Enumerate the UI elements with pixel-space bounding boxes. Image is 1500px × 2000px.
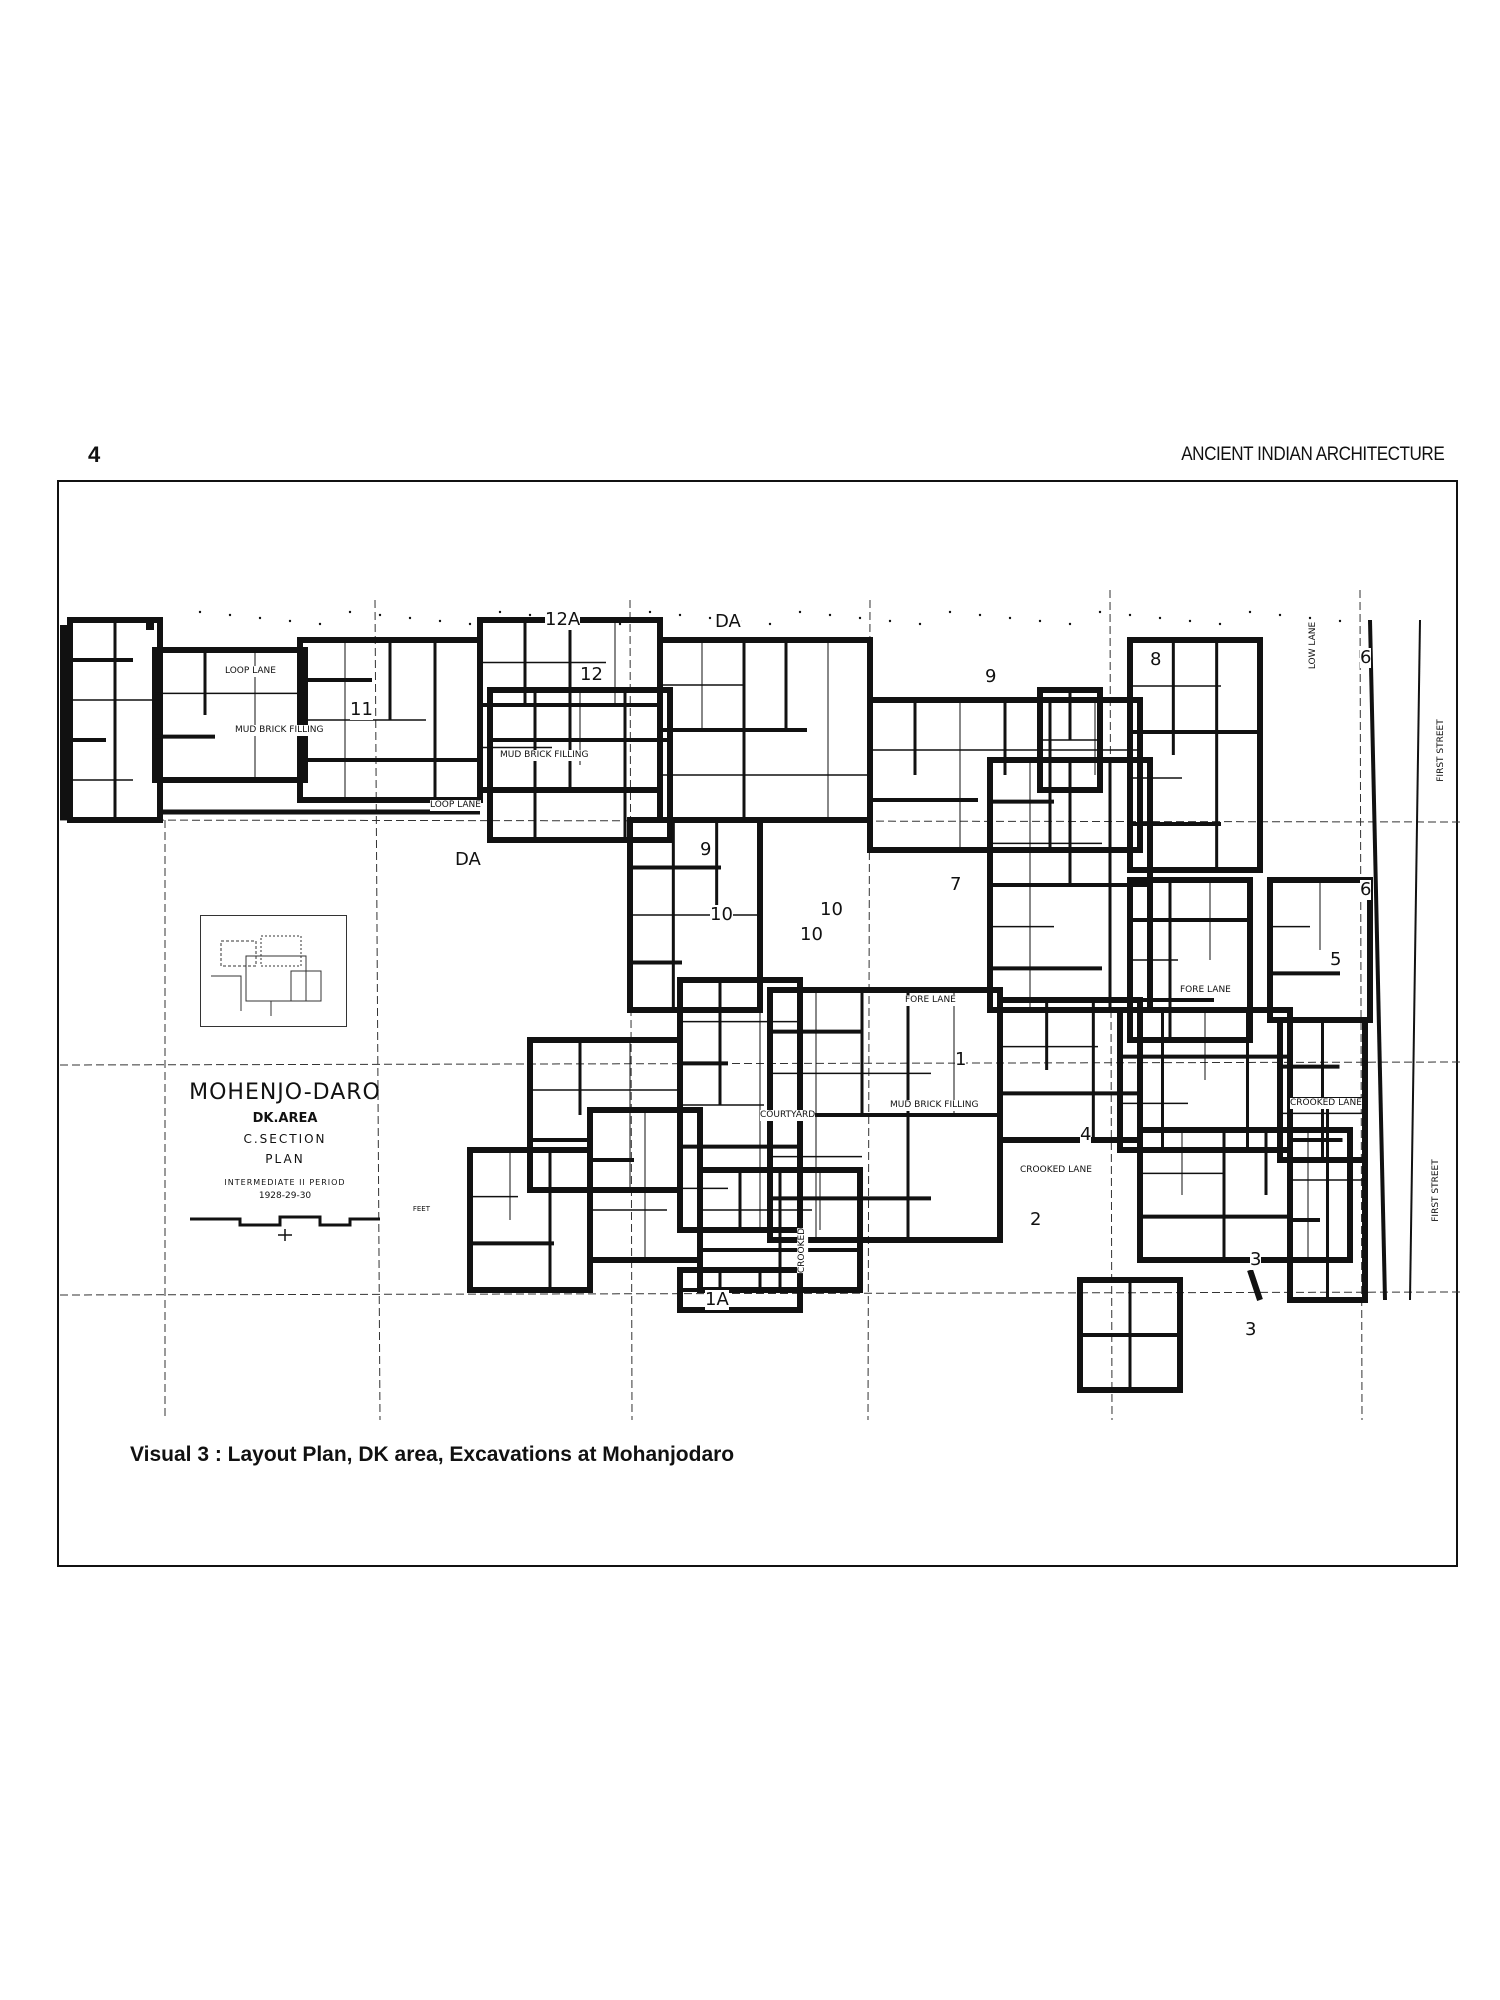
survey-dot [258, 616, 262, 620]
grid-line [59, 1291, 1461, 1296]
survey-dot [288, 619, 292, 623]
map-label: MUD BRICK FILLING [890, 1100, 979, 1111]
map-label: FIRST STREET [1430, 1159, 1442, 1222]
block-number: 4 [1080, 1124, 1092, 1145]
block-number: 3 [1245, 1319, 1257, 1340]
survey-dot [768, 622, 772, 626]
building-block [152, 647, 308, 783]
map-label: CROOKED [797, 1227, 809, 1274]
block-number: 6 [1360, 647, 1372, 668]
block-number: 1A [705, 1289, 729, 1310]
legend-area: DK.AREA [252, 1111, 318, 1126]
block-number: 9 [985, 666, 997, 687]
legend-period: INTERMEDIATE II PERIOD [224, 1178, 346, 1187]
block-number: 11 [350, 699, 373, 720]
boundary-wall [1247, 1269, 1263, 1301]
block-number: 10 [820, 899, 843, 920]
survey-dot [648, 610, 652, 614]
survey-dot [1248, 610, 1252, 614]
survey-dot [918, 622, 922, 626]
survey-dot [1308, 616, 1312, 620]
survey-dot [498, 610, 502, 614]
map-label: LOOP LANE [225, 666, 276, 677]
page-number: 4 [88, 442, 101, 467]
block-number: 3 [1250, 1249, 1262, 1270]
block-number: DA [715, 611, 741, 632]
map-label: CROOKED LANE [1290, 1098, 1362, 1109]
map-label: FORE LANE [905, 995, 956, 1006]
survey-dot [1218, 622, 1222, 626]
survey-dot [438, 619, 442, 623]
grid-line [374, 599, 381, 1421]
survey-dot [318, 622, 322, 626]
survey-dot [978, 613, 982, 617]
legend-years: 1928-29-30 [258, 1191, 312, 1201]
survey-dot [708, 616, 712, 620]
block-number: 9 [700, 839, 712, 860]
survey-dot [1128, 613, 1132, 617]
map-label: FIRST STREET [1435, 719, 1447, 782]
survey-dot [1008, 616, 1012, 620]
survey-dot [828, 613, 832, 617]
block-number: 5 [1330, 949, 1342, 970]
block-number: 10 [710, 904, 733, 925]
survey-dot [948, 610, 952, 614]
figure-caption: Visual 3 : Layout Plan, DK area, Excavat… [130, 1443, 735, 1466]
survey-dot [1278, 613, 1282, 617]
survey-dot [678, 613, 682, 617]
survey-dot [1038, 619, 1042, 623]
map-label: FORE LANE [1180, 985, 1231, 996]
grid-line [1359, 589, 1363, 1421]
scale-bar: FEET [170, 1201, 430, 1241]
building-block [467, 1147, 593, 1293]
block-number: 7 [950, 874, 962, 895]
legend-plan: PLAN [265, 1152, 305, 1166]
block-number: DA [455, 849, 481, 870]
survey-dot [1338, 619, 1342, 623]
survey-dot [798, 610, 802, 614]
boundary-wall [1368, 619, 1387, 1301]
block-number: 10 [800, 924, 823, 945]
survey-dot [1158, 616, 1162, 620]
building-block [997, 997, 1143, 1143]
map-label: MUD BRICK FILLING [235, 725, 324, 736]
survey-dot [408, 616, 412, 620]
running-title: ANCIENT INDIAN ARCHITECTURE [1180, 444, 1445, 465]
building-block [527, 1037, 683, 1193]
block-number: 2 [1030, 1209, 1042, 1230]
survey-dot [228, 613, 232, 617]
survey-dot [1368, 622, 1372, 626]
survey-dot [348, 610, 352, 614]
block-number: 6 [1360, 879, 1372, 900]
survey-dot [1188, 619, 1192, 623]
survey-dot [528, 613, 532, 617]
figure-frame [57, 480, 1458, 1567]
survey-dot [198, 610, 202, 614]
map-label: COURTYARD [760, 1110, 816, 1121]
survey-dot [378, 613, 382, 617]
survey-dot [468, 622, 472, 626]
survey-dot [618, 622, 622, 626]
survey-dot [588, 619, 592, 623]
block-number: 8 [1150, 649, 1162, 670]
boundary-wall [1409, 619, 1421, 1301]
map-label: LOOP LANE [430, 800, 481, 811]
survey-dot [858, 616, 862, 620]
block-number: 12A [545, 609, 581, 630]
building-block [1137, 1127, 1353, 1263]
key-map-inset [200, 915, 347, 1027]
survey-dot [1098, 610, 1102, 614]
map-label: CROOKED LANE [1020, 1165, 1092, 1176]
map-label: LOW LANE [1308, 621, 1320, 670]
block-number: 1 [955, 1049, 967, 1070]
plan-legend: MOHENJO-DARO DK.AREA C.SECTION PLAN INTE… [170, 1080, 430, 1241]
legend-title: MOHENJO-DARO [189, 1080, 381, 1105]
map-label: MUD BRICK FILLING [500, 750, 589, 761]
legend-section: C.SECTION [243, 1132, 327, 1146]
survey-dot [1068, 622, 1072, 626]
scale-unit: FEET [412, 1205, 430, 1213]
block-number: 12 [580, 664, 603, 685]
survey-dot [888, 619, 892, 623]
building-block [1127, 637, 1263, 873]
